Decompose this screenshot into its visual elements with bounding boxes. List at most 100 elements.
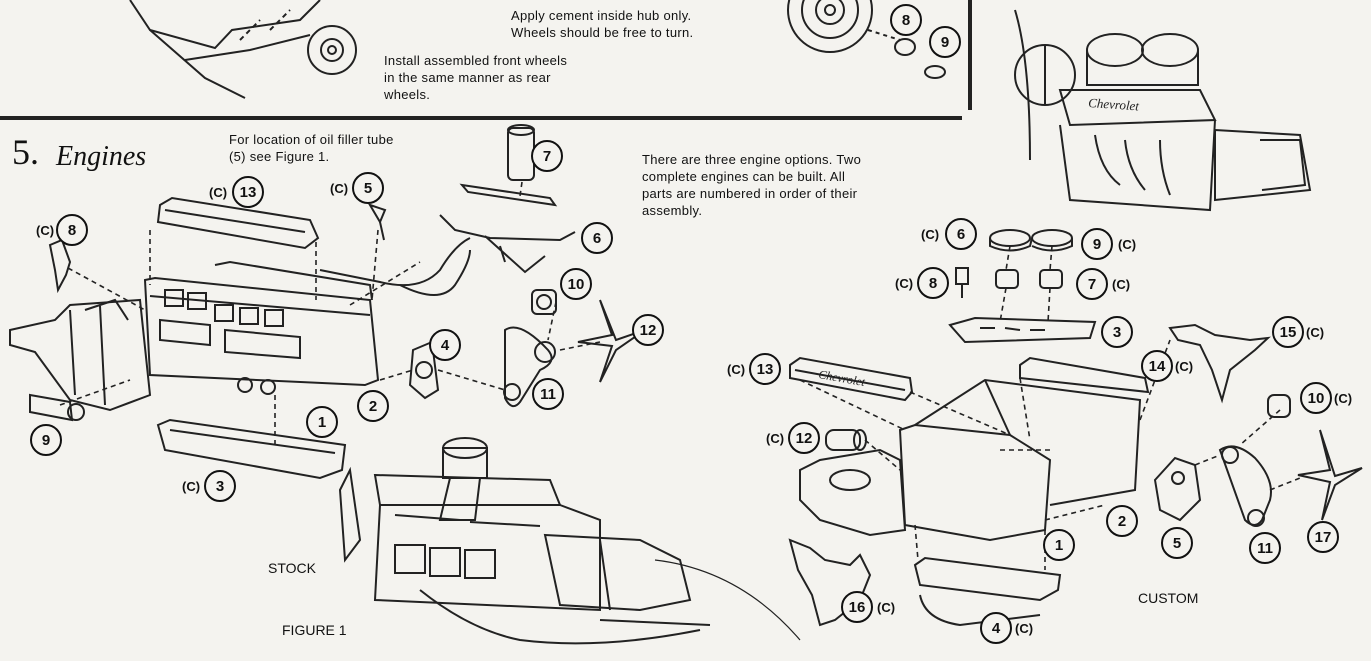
svg-text:11: 11 [1257,540,1273,557]
svg-text:1: 1 [318,414,326,431]
svg-text:6: 6 [593,230,601,247]
svg-text:2: 2 [369,398,377,415]
callout-custom-14: 14 [1141,350,1173,382]
callout-stock-2: 2 [357,390,389,422]
custom-engine-parts [788,229,1363,627]
svg-text:9: 9 [42,432,50,449]
svg-text:14: 14 [1149,358,1166,375]
svg-text:9: 9 [1093,236,1101,253]
callout-stock-10: 10 [560,268,592,300]
cement-mark: (C) [1118,237,1136,252]
callout-custom-3: 3 [1101,316,1133,348]
section-title: Engines [56,141,147,172]
callout-custom-2: 2 [1106,505,1138,537]
callout-custom-11: 11 [1249,532,1281,564]
svg-text:12: 12 [796,430,813,447]
callout-custom-9: 9 [1081,228,1113,260]
callout-custom-15: 15 [1272,316,1304,348]
options-note-line-1: There are three engine options. Two [642,152,862,167]
callout-stock-4: 4 [429,329,461,361]
stock-label: STOCK [268,560,316,576]
oil-filler-note-line-2: (5) see Figure 1. [229,149,330,164]
svg-text:4: 4 [992,620,1001,637]
top-valve-cover-script: Chevrolet [1088,95,1140,114]
svg-text:5: 5 [364,180,372,197]
svg-text:2: 2 [1118,513,1126,530]
svg-text:10: 10 [1308,390,1325,407]
svg-text:4: 4 [441,337,450,354]
cement-mark: (C) [1306,325,1324,340]
cement-mark: (C) [1175,359,1193,374]
svg-text:8: 8 [929,275,937,292]
cement-mark: (C) [895,276,913,291]
svg-text:13: 13 [240,184,257,201]
svg-text:16: 16 [849,599,866,616]
callout-stock-9: 9 [30,424,62,456]
callout-stock-13: 13 [232,176,264,208]
callout-stock-7: 7 [531,140,563,172]
callout-custom-5: 5 [1161,527,1193,559]
callout-custom-4: 4 [980,612,1012,644]
cement-mark: (C) [330,181,348,196]
stock-engine-parts [9,124,646,480]
cement-mark: (C) [182,479,200,494]
figure-label: FIGURE 1 [282,622,347,638]
callout-custom-7: 7 [1076,268,1108,300]
callout-top-9: 9 [929,26,961,58]
cement-mark: (C) [1015,621,1033,636]
svg-text:17: 17 [1315,529,1332,546]
svg-text:3: 3 [1113,324,1121,341]
svg-text:10: 10 [568,276,585,293]
install-note-line-1: Install assembled front wheels [384,53,568,68]
callout-stock-6: 6 [581,222,613,254]
svg-text:6: 6 [957,226,965,243]
cement-mark: (C) [727,362,745,377]
svg-text:12: 12 [640,322,657,339]
front-wheel-assembly-sketch [129,0,357,99]
options-note-line-3: parts are numbered in order of their [642,186,858,201]
assembled-engine-top-right [1014,9,1312,212]
install-note-line-2: in the same manner as rear [384,70,551,85]
cement-mark: (C) [921,227,939,242]
svg-text:7: 7 [543,148,551,165]
custom-label: CUSTOM [1138,590,1199,606]
callout-stock-5: 5 [352,172,384,204]
cement-mark: (C) [1334,391,1352,406]
options-note-line-2: complete engines can be built. All [642,169,846,184]
install-note-line-3: wheels. [384,87,431,102]
callout-custom-6: 6 [945,218,977,250]
figure-1-engine [338,437,801,645]
callout-stock-12: 12 [632,314,664,346]
callout-stock-11: 11 [532,378,564,410]
callout-custom-1: 1 [1043,529,1075,561]
cement-mark: (C) [36,223,54,238]
callout-top-8: 8 [890,4,922,36]
cement-mark: (C) [766,431,784,446]
svg-text:1: 1 [1055,537,1063,554]
callout-custom-17: 17 [1307,521,1339,553]
section-number: 5. [12,132,39,172]
callout-custom-8: 8 [917,267,949,299]
svg-text:11: 11 [540,386,556,403]
oil-filler-note-line-1: For location of oil filler tube [229,132,394,147]
cement-note-line-2: Wheels should be free to turn. [511,25,694,40]
callout-stock-3: 3 [204,470,236,502]
callout-custom-13: 13 [749,353,781,385]
svg-text:8: 8 [902,12,910,29]
wheel-sketch [787,0,946,79]
svg-text:15: 15 [1280,324,1297,341]
callout-custom-16: 16 [841,591,873,623]
options-note-line-4: assembly. [642,203,703,218]
svg-text:9: 9 [941,34,949,51]
callout-custom-12: 12 [788,422,820,454]
callout-stock-8: 8 [56,214,88,246]
svg-text:13: 13 [757,361,774,378]
cement-mark: (C) [1112,277,1130,292]
svg-text:3: 3 [216,478,224,495]
callout-custom-10: 10 [1300,382,1332,414]
custom-valve-cover-script: Chevrolet [817,367,866,389]
cement-mark: (C) [877,600,895,615]
svg-text:5: 5 [1173,535,1181,552]
cement-mark: (C) [209,185,227,200]
